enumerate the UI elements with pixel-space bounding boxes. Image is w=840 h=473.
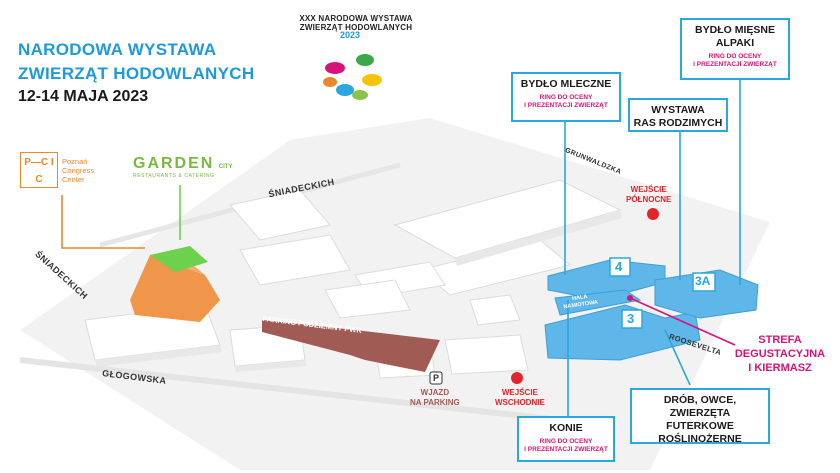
callout-bydlo-miesne: BYDŁO MIĘSNE ALPAKI RING DO OCENY I PREZ… <box>680 18 790 80</box>
parking-icon-box[interactable] <box>429 371 443 385</box>
pavilion-3a-box <box>692 272 716 292</box>
pavilions-blue <box>544 259 759 361</box>
road-glogowska <box>19 357 561 423</box>
north-entry-icon[interactable] <box>647 208 659 220</box>
drob-title-1: DRÓB, OWCE, <box>663 394 737 406</box>
bydlo-miesne-title-2: ALPAKI <box>715 37 755 49</box>
garden-sub: RESTAURANTS & CATERING <box>133 173 215 179</box>
pcc-line-3: Center <box>62 175 85 184</box>
bydlo-mleczne-sub-1: RING DO OCENY <box>539 94 593 101</box>
north-entry-line-1: WEJŚCIE <box>630 185 667 194</box>
strefa-line-3: I KIERMASZ <box>748 362 812 374</box>
callout-drob: DRÓB, OWCE, ZWIERZĘTA FUTERKOWE ROŚLINOŻ… <box>630 388 770 445</box>
callout-konie: KONIE RING DO OCENY I PREZENTACJI ZWIERZ… <box>517 416 615 462</box>
pcc-line-2: Congress <box>62 166 95 175</box>
pcc-building <box>130 255 220 322</box>
konie-sub-1: RING DO OCENY <box>539 438 593 445</box>
pavilion-4-number: 4 <box>615 259 623 274</box>
strefa-degustacyjna-label: STREFA DEGUSTACYJNA I KIERMASZ <box>730 333 830 375</box>
bydlo-miesne-title-1: BYDŁO MIĘSNE <box>695 24 775 36</box>
bydlo-mleczne-title: BYDŁO MLECZNE <box>520 78 612 90</box>
konie-sub: RING DO OCENY I PREZENTACJI ZWIERZĄT <box>522 438 610 454</box>
pavilion-3a-number: 3A <box>695 274 711 288</box>
bydlo-miesne-sub-1: RING DO OCENY <box>708 53 762 60</box>
garden-city-logo: GARDEN CITY RESTAURANTS & CATERING <box>133 155 232 179</box>
logo-year: 2023 <box>340 30 361 40</box>
event-dates: 12-14 MAJA 2023 <box>18 88 149 105</box>
wystawa-title-1: WYSTAWA <box>651 104 705 116</box>
bydlo-mleczne-sub: RING DO OCENY I PREZENTACJI ZWIERZĄT <box>516 94 616 110</box>
north-entry-line-2: PÓŁNOCNE <box>626 195 672 204</box>
wystawa-title-2: RAS RODZIMYCH <box>633 117 723 129</box>
east-entry-icon[interactable] <box>511 372 523 384</box>
callout-wystawa: WYSTAWA RAS RODZIMYCH <box>628 98 728 132</box>
strefa-marker <box>627 295 633 301</box>
logo-ring <box>300 16 412 128</box>
pcc-logo-text: Poznań Congress Center <box>62 157 94 184</box>
strefa-line-2: DEGUSTACYJNA <box>734 348 826 360</box>
bydlo-miesne-sub: RING DO OCENY I PREZENTACJI ZWIERZĄT <box>685 53 785 69</box>
wjazd-line-2: NA PARKING <box>410 398 460 407</box>
drob-title-3: ROŚLINOŻERNE <box>658 433 742 445</box>
pcc-logo-mark: P—C I C <box>20 152 58 188</box>
east-entry-line-1: WEJŚCIE <box>501 388 538 397</box>
bydlo-miesne-sub-2: I PREZENTACJI ZWIERZĄT <box>693 61 777 68</box>
pavilion-3-number: 3 <box>627 311 635 326</box>
callout-lines <box>61 78 741 418</box>
logo-animals <box>323 54 382 100</box>
north-entry-label: WEJŚCIE PÓŁNOCNE <box>626 185 671 205</box>
parking-area <box>262 320 440 372</box>
title-line-2: ZWIERZĄT HODOWLANYCH <box>18 64 255 83</box>
callout-bydlo-mleczne: BYDŁO MLECZNE RING DO OCENY I PREZENTACJ… <box>511 72 621 122</box>
building-shadows <box>95 210 622 372</box>
pcc-line-1: Poznań <box>62 157 88 166</box>
garden-building <box>150 246 208 272</box>
wjazd-line-1: WJAZD <box>420 388 450 397</box>
east-entry-label: WEJŚCIE WSCHODNIE <box>495 388 545 408</box>
bydlo-mleczne-sub-2: I PREZENTACJI ZWIERZĄT <box>524 102 608 109</box>
wjazd-label: WJAZD NA PARKING <box>410 388 460 408</box>
logo-ring-text: XXX NARODOWA WYSTAWA ZWIERZĄT HODOWLANYC… <box>299 14 413 32</box>
garden-city: CITY <box>218 164 233 170</box>
pavilion-3-box <box>621 309 643 329</box>
garden-name: GARDEN <box>133 155 215 172</box>
konie-title: KONIE <box>549 422 583 434</box>
title-line-1: NARODOWA WYSTAWA <box>18 40 217 59</box>
pavilion-4-box <box>609 257 631 277</box>
konie-sub-2: I PREZENTACJI ZWIERZĄT <box>524 446 608 453</box>
drob-title-2: ZWIERZĘTA FUTERKOWE <box>666 407 734 432</box>
strefa-line-1: STREFA <box>758 334 802 346</box>
parking-icon-letter: P <box>433 373 440 383</box>
east-entry-line-2: WSCHODNIE <box>495 398 545 407</box>
bydlo-miesne-title: BYDŁO MIĘSNE ALPAKI <box>685 24 785 50</box>
